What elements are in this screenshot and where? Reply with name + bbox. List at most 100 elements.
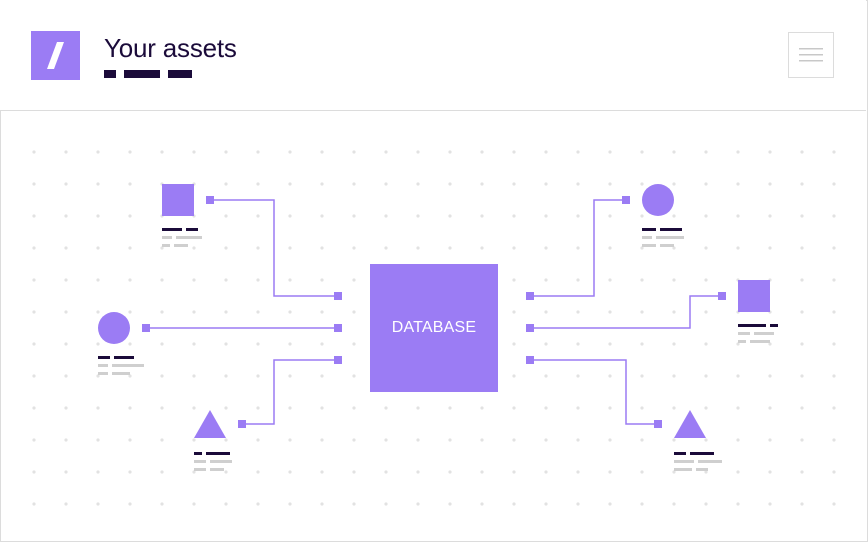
grid-dot — [544, 502, 548, 506]
grid-dot — [96, 246, 100, 250]
grid-dot — [384, 502, 388, 506]
grid-dot — [768, 406, 772, 410]
grid-dot — [512, 246, 516, 250]
grid-dot — [96, 214, 100, 218]
grid-dot — [288, 438, 292, 442]
grid-dot — [640, 246, 644, 250]
grid-dot — [256, 310, 260, 314]
grid-dot — [288, 214, 292, 218]
grid-dot — [160, 374, 164, 378]
grid-dot — [224, 150, 228, 154]
grid-dot — [544, 214, 548, 218]
grid-dot — [32, 214, 36, 218]
grid-dot — [480, 502, 484, 506]
grid-dot — [704, 342, 708, 346]
grid-dot — [736, 470, 740, 474]
grid-dot — [352, 150, 356, 154]
grid-dot — [288, 246, 292, 250]
grid-dot — [800, 342, 804, 346]
slash-logo-icon[interactable] — [31, 31, 80, 80]
grid-dot — [448, 502, 452, 506]
grid-dot — [512, 214, 516, 218]
grid-dot — [160, 470, 164, 474]
grid-dot — [288, 470, 292, 474]
grid-dot — [288, 406, 292, 410]
grid-dot — [704, 214, 708, 218]
grid-dot — [576, 502, 580, 506]
grid-dot — [32, 374, 36, 378]
grid-dot — [384, 214, 388, 218]
grid-dot — [672, 342, 676, 346]
grid-dot — [96, 342, 100, 346]
node-caption-dash — [642, 228, 656, 231]
node-subcaption-dash — [674, 460, 694, 463]
grid-dot — [416, 502, 420, 506]
grid-dot — [256, 502, 260, 506]
node-subcaption-dash — [112, 372, 130, 375]
grid-dot — [192, 406, 196, 410]
grid-dot — [96, 150, 100, 154]
grid-dot — [320, 246, 324, 250]
grid-dot — [160, 342, 164, 346]
grid-dot — [768, 150, 772, 154]
grid-dot — [832, 342, 836, 346]
grid-dot — [672, 182, 676, 186]
grid-dot — [352, 342, 356, 346]
asset-node-right-top[interactable] — [642, 184, 684, 247]
grid-dot — [480, 214, 484, 218]
grid-dot — [768, 246, 772, 250]
grid-dot — [384, 438, 388, 442]
grid-dot — [672, 214, 676, 218]
asset-node-left-middle[interactable] — [98, 312, 144, 375]
grid-dot — [384, 182, 388, 186]
grid-dot — [256, 406, 260, 410]
grid-dot — [384, 470, 388, 474]
grid-dot — [256, 182, 260, 186]
grid-dot — [352, 406, 356, 410]
grid-dot — [256, 470, 260, 474]
page-title: Your assets — [104, 33, 237, 63]
node-caption-dash — [186, 228, 198, 231]
grid-dot — [384, 406, 388, 410]
menu-button[interactable] — [788, 32, 834, 78]
grid-dot — [224, 342, 228, 346]
square-icon — [162, 184, 194, 216]
grid-dot — [128, 214, 132, 218]
grid-dot — [832, 406, 836, 410]
node-caption-dash — [114, 356, 134, 359]
grid-dot — [320, 310, 324, 314]
grid-dot — [512, 342, 516, 346]
grid-dot — [64, 374, 68, 378]
grid-dot — [576, 438, 580, 442]
grid-dot — [544, 278, 548, 282]
grid-dot — [224, 438, 228, 442]
grid-dot — [576, 278, 580, 282]
grid-dot — [96, 438, 100, 442]
asset-node-left-bottom[interactable] — [194, 410, 232, 471]
grid-dot — [256, 246, 260, 250]
grid-dot — [832, 438, 836, 442]
grid-dot — [96, 182, 100, 186]
grid-dot — [704, 502, 708, 506]
circle-icon — [98, 312, 130, 344]
grid-dot — [512, 374, 516, 378]
grid-dot — [672, 406, 676, 410]
grid-dot — [320, 150, 324, 154]
asset-node-left-top[interactable] — [162, 184, 202, 247]
asset-node-right-bottom[interactable] — [674, 410, 722, 471]
grid-dot — [160, 278, 164, 282]
grid-dot — [704, 246, 708, 250]
grid-dot — [320, 438, 324, 442]
grid-dot — [160, 438, 164, 442]
grid-dot — [576, 310, 580, 314]
connectors — [146, 199, 722, 425]
grid-dot — [416, 406, 420, 410]
node-subcaption-dash — [98, 372, 108, 375]
database-hub[interactable] — [370, 264, 498, 392]
port-left-middle-node — [142, 324, 150, 332]
asset-node-right-middle[interactable] — [738, 280, 778, 343]
node-caption-dash — [690, 452, 714, 455]
grid-dot — [576, 374, 580, 378]
node-subcaption-dash — [698, 460, 722, 463]
